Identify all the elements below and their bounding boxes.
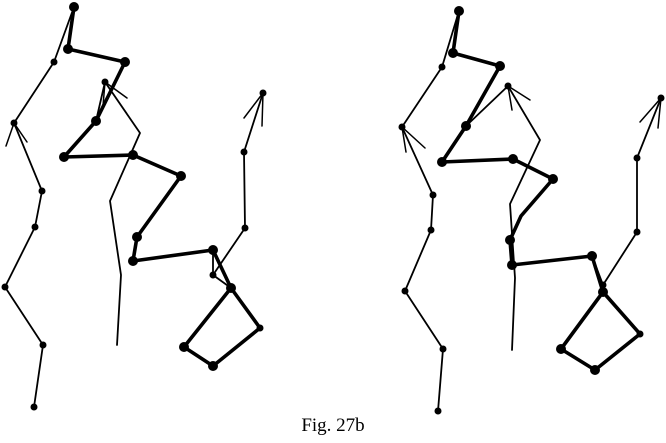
right-arrow-a [401,126,426,153]
figure-caption: Fig. 27b [301,415,365,436]
right-stereo-image [398,6,665,415]
right-thin-chain-middle [465,85,541,351]
right-thin-chain-lower [401,10,460,412]
left-thin-chain-tail [212,92,264,289]
left-arrow-b [102,81,128,107]
left-nodes [1,2,267,411]
right-nodes [398,6,665,415]
right-arrow-b [507,85,531,111]
left-thin-chain-middle [95,81,141,346]
left-stereo-image [1,2,267,411]
left-arrow-c [243,92,264,127]
right-arrow-c [639,97,662,129]
left-arrow-a [5,122,28,147]
left-thick-chain-top [62,5,262,368]
right-thick-chain-top [440,9,642,372]
left-thin-chain-lower [4,6,75,408]
right-thin-chain-tail [591,97,662,293]
